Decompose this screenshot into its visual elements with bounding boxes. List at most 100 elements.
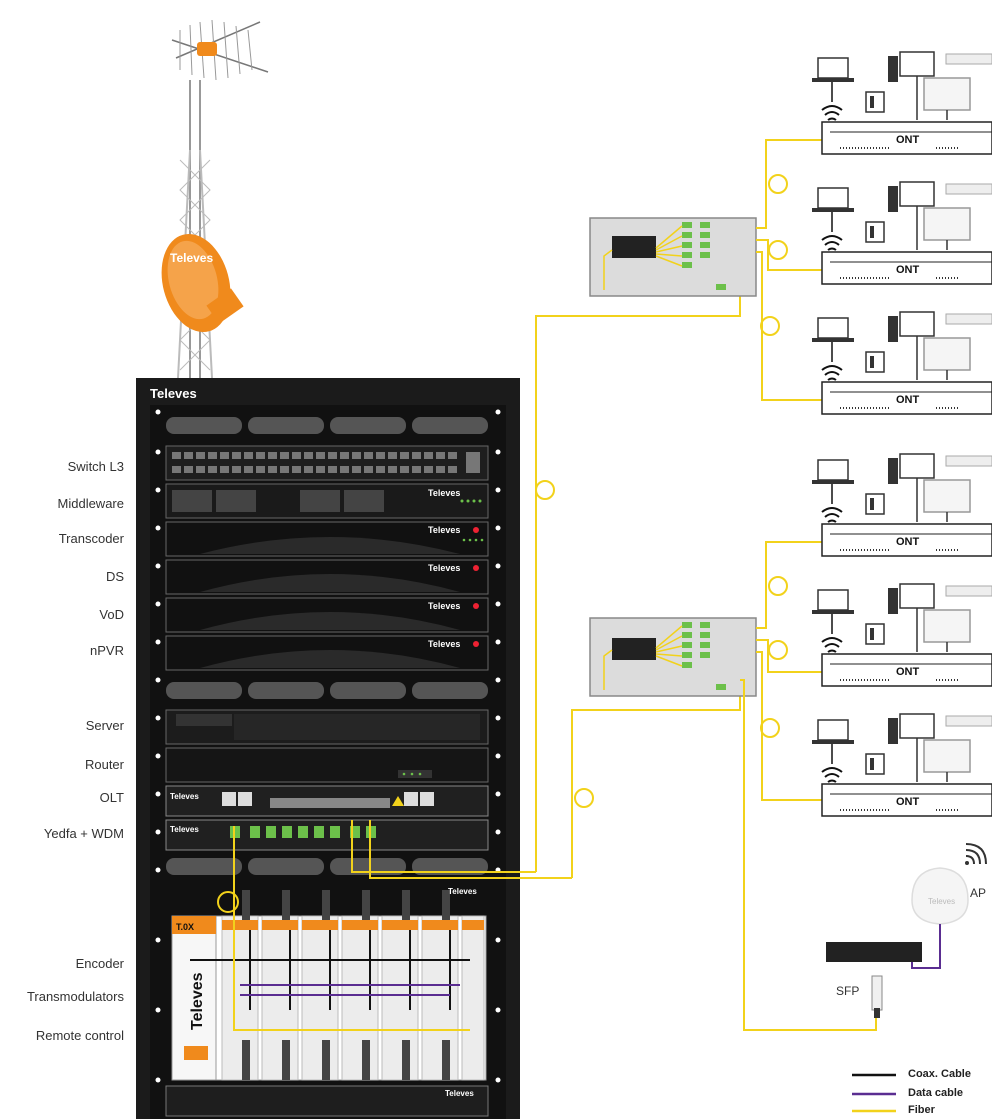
middleware-unit bbox=[165, 483, 489, 519]
fiber-drops bbox=[740, 139, 877, 1031]
set-top-box-icon bbox=[945, 53, 992, 65]
access-point-icon bbox=[911, 867, 969, 925]
ont-box: ONT bbox=[821, 653, 992, 687]
set-top-box-icon bbox=[945, 455, 992, 467]
ont-label: ONT bbox=[896, 394, 920, 406]
ont-group: ONT bbox=[812, 583, 992, 687]
ont-group: ONT bbox=[812, 51, 992, 155]
label-sfp: SFP bbox=[836, 984, 860, 998]
yedfa-brand-text: Televes bbox=[170, 825, 199, 834]
legend-coax-text: Coax. Cable bbox=[908, 1068, 971, 1080]
transcoder-brand-text: Televes bbox=[428, 525, 460, 535]
label-encoder: Encoder bbox=[75, 956, 124, 971]
vent-panel-lower bbox=[166, 858, 488, 875]
set-top-box-icon bbox=[945, 183, 992, 195]
label-remote-control: Remote control bbox=[35, 1028, 124, 1043]
desktop-pc-icon bbox=[888, 713, 935, 782]
ont-group: ONT bbox=[812, 713, 992, 817]
optical-splitter-1 bbox=[589, 217, 757, 297]
legend-fiber-text: Fiber bbox=[908, 1104, 935, 1116]
label-vod: VoD bbox=[99, 607, 124, 622]
ont-label: ONT bbox=[896, 796, 920, 808]
olt-brand-text: Televes bbox=[170, 792, 199, 801]
npvr-unit bbox=[165, 635, 489, 671]
ont-box: ONT bbox=[821, 251, 992, 285]
phone-icon bbox=[865, 91, 885, 113]
desktop-pc-icon bbox=[888, 311, 935, 380]
laptop-icon bbox=[812, 589, 854, 614]
middleware-brand-text: Televes bbox=[428, 488, 460, 498]
desktop-pc-icon bbox=[888, 583, 935, 652]
optical-splitter-2 bbox=[589, 617, 757, 697]
fiber-trunks bbox=[535, 296, 741, 878]
router-unit bbox=[165, 747, 489, 783]
data-switch-unit bbox=[826, 924, 941, 969]
legend bbox=[852, 1073, 896, 1113]
chassis-brand-text: Televes bbox=[448, 887, 477, 896]
ds-brand-text: Televes bbox=[428, 563, 460, 573]
npvr-brand-text: Televes bbox=[428, 639, 460, 649]
set-top-box-icon bbox=[945, 585, 992, 597]
vod-brand-text: Televes bbox=[428, 601, 460, 611]
tv-icon bbox=[923, 207, 971, 250]
label-transcoder: Transcoder bbox=[58, 531, 124, 546]
chassis-vertical-brand-text: Televes bbox=[189, 972, 206, 1030]
laptop-icon bbox=[812, 459, 854, 484]
switch-l3-unit bbox=[165, 445, 489, 481]
ont-groups: ONT ONT ONT ONT ONT ONT bbox=[812, 51, 992, 817]
vod-unit bbox=[165, 597, 489, 633]
phone-icon bbox=[865, 351, 885, 373]
yedfa-wdm-unit bbox=[165, 819, 489, 851]
bottom-panel-brand-text: Televes bbox=[445, 1089, 474, 1098]
ont-label: ONT bbox=[896, 536, 920, 548]
label-middleware: Middleware bbox=[57, 496, 124, 511]
olt-unit bbox=[165, 785, 489, 817]
tv-icon bbox=[923, 479, 971, 522]
ont-label: ONT bbox=[896, 134, 920, 146]
tv-icon bbox=[923, 77, 971, 120]
headend-chassis bbox=[165, 890, 489, 1117]
tv-icon bbox=[923, 609, 971, 652]
dish-brand-text: Televes bbox=[170, 251, 213, 265]
satellite-dish-icon bbox=[161, 233, 244, 333]
wifi-signal-icon bbox=[965, 843, 987, 865]
label-olt: OLT bbox=[99, 790, 124, 805]
antenna-mast bbox=[177, 80, 213, 379]
transcoder-unit bbox=[165, 521, 489, 557]
desktop-pc-icon bbox=[888, 181, 935, 250]
ont-box: ONT bbox=[821, 523, 992, 557]
phone-icon bbox=[865, 753, 885, 775]
vent-panel-middle bbox=[166, 682, 488, 699]
ont-box: ONT bbox=[821, 783, 992, 817]
phone-icon bbox=[865, 221, 885, 243]
phone-icon bbox=[865, 623, 885, 645]
phone-icon bbox=[865, 493, 885, 515]
sfp-module-icon bbox=[871, 975, 883, 1018]
ont-group: ONT bbox=[812, 453, 992, 557]
label-transmodulators: Transmodulators bbox=[26, 989, 124, 1004]
vent-panel-top bbox=[166, 417, 488, 434]
legend-data-text: Data cable bbox=[908, 1087, 964, 1099]
server-unit bbox=[165, 709, 489, 745]
ont-label: ONT bbox=[896, 666, 920, 678]
laptop-icon bbox=[812, 57, 854, 82]
ap-brand-text: Televes bbox=[928, 897, 955, 906]
laptop-icon bbox=[812, 317, 854, 342]
chassis-model-text: T.0X bbox=[176, 922, 194, 932]
set-top-box-icon bbox=[945, 313, 992, 325]
tv-icon bbox=[923, 337, 971, 380]
label-ap: AP bbox=[970, 886, 987, 900]
ont-group: ONT bbox=[812, 181, 992, 285]
laptop-icon bbox=[812, 187, 854, 212]
yagi-antenna-icon bbox=[171, 19, 269, 81]
desktop-pc-icon bbox=[888, 453, 935, 522]
label-switch-l3: Switch L3 bbox=[67, 459, 124, 474]
tv-icon bbox=[923, 739, 971, 782]
ds-unit bbox=[165, 559, 489, 595]
ont-group: ONT bbox=[812, 311, 992, 415]
rack-brand-text: Televes bbox=[150, 386, 197, 401]
label-router: Router bbox=[84, 757, 124, 772]
label-server: Server bbox=[85, 718, 124, 733]
label-npvr: nPVR bbox=[90, 643, 124, 658]
